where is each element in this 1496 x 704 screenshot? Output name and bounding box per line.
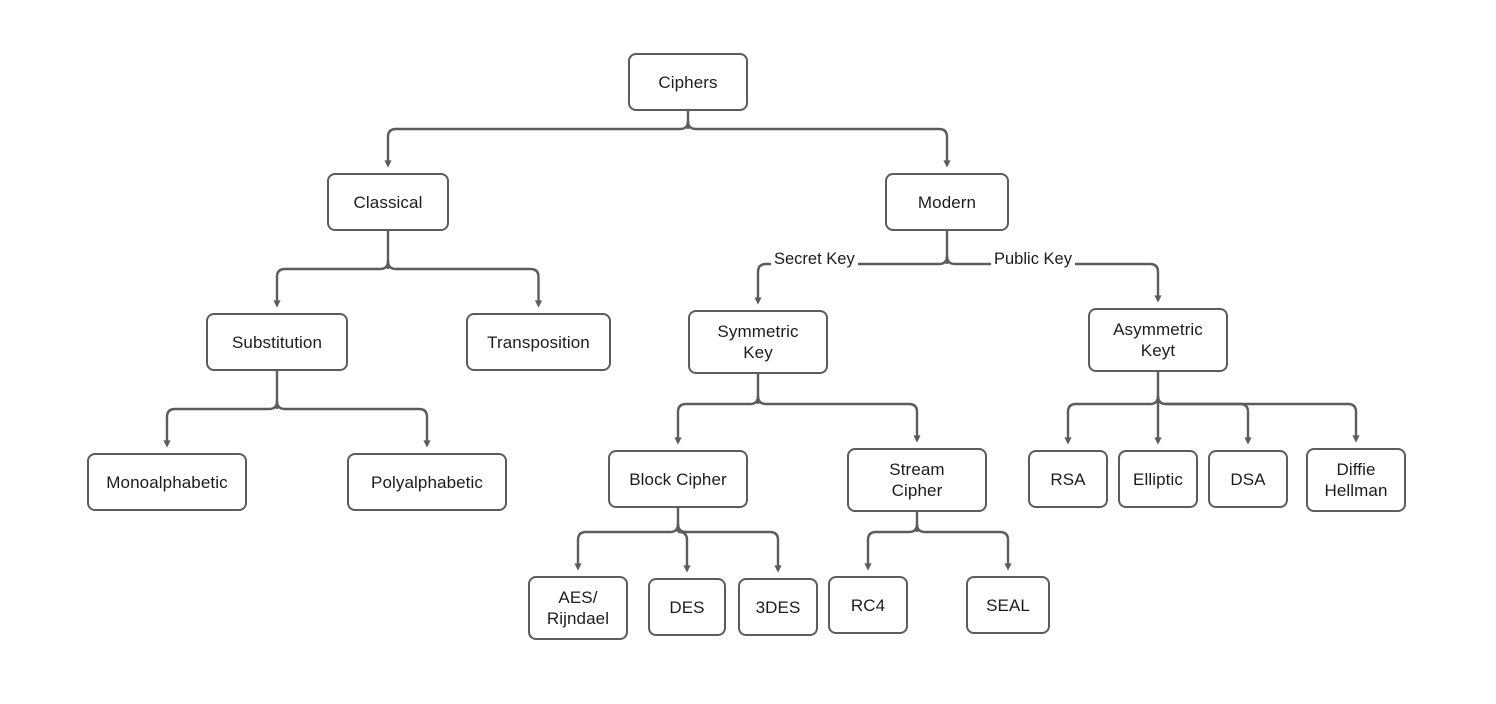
edge-joint-block-cipher <box>676 523 687 534</box>
node-diffie-hellman[interactable]: Diffie Hellman <box>1306 448 1406 512</box>
edge-joint-modern <box>945 255 956 266</box>
node-elliptic[interactable]: Elliptic <box>1118 450 1198 508</box>
edge-ciphers-to-modern <box>696 127 951 168</box>
edge-stream-cipher-to-seal <box>925 530 1012 571</box>
node-seal[interactable]: SEAL <box>966 576 1050 634</box>
node-stream-cipher[interactable]: Stream Cipher <box>847 448 987 512</box>
edge-label-secret-key: Secret Key <box>771 250 858 269</box>
edge-joint-ciphers <box>679 120 690 131</box>
node-rsa[interactable]: RSA <box>1028 450 1108 508</box>
edge-joint-substitution <box>275 400 286 411</box>
node-dsa[interactable]: DSA <box>1208 450 1288 508</box>
edge-joint-asymmetric-key <box>1156 395 1167 406</box>
edge-joint-modern <box>938 255 949 266</box>
edge-modern-to-asymmetric-key <box>955 262 1162 303</box>
edge-ciphers-to-classical <box>384 127 680 168</box>
edge-symmetric-key-to-block-cipher <box>674 402 750 445</box>
edge-joint-stream-cipher <box>915 523 926 534</box>
edge-joint-classical <box>379 260 390 271</box>
node-aes-rijndael[interactable]: AES/ Rijndael <box>528 576 628 640</box>
node-substitution[interactable]: Substitution <box>206 313 348 371</box>
edge-block-cipher-to-3des <box>686 530 782 573</box>
node-block-cipher[interactable]: Block Cipher <box>608 450 748 508</box>
edge-classical-to-transposition <box>396 267 543 308</box>
edge-asymmetric-key-to-diffie-hellman <box>1166 402 1360 443</box>
node-3des[interactable]: 3DES <box>738 578 818 636</box>
node-symmetric-key[interactable]: Symmetric Key <box>688 310 828 374</box>
node-transposition[interactable]: Transposition <box>466 313 611 371</box>
edge-asymmetric-key-to-rsa <box>1064 402 1150 445</box>
edge-classical-to-substitution <box>273 267 380 308</box>
node-classical[interactable]: Classical <box>327 173 449 231</box>
edge-block-cipher-to-des <box>677 530 691 573</box>
edge-joint-substitution <box>268 400 279 411</box>
edge-stream-cipher-to-rc4 <box>864 530 909 571</box>
edge-joint-asymmetric-key <box>1149 395 1160 406</box>
node-asymmetric-key[interactable]: Asymmetric Keyt <box>1088 308 1228 372</box>
edge-joint-symmetric-key <box>756 395 767 406</box>
edge-label-public-key: Public Key <box>991 250 1075 269</box>
edge-block-cipher-to-aes-rijndael <box>574 530 670 571</box>
edge-joint-block-cipher <box>676 523 687 534</box>
edge-joint-symmetric-key <box>749 395 760 406</box>
edge-joint-block-cipher <box>669 523 680 534</box>
edge-joint-classical <box>386 260 397 271</box>
edge-joint-stream-cipher <box>908 523 919 534</box>
node-ciphers[interactable]: Ciphers <box>628 53 748 111</box>
edge-substitution-to-monoalphabetic <box>163 407 269 448</box>
node-rc4[interactable]: RC4 <box>828 576 908 634</box>
edge-joint-asymmetric-key <box>1156 395 1167 406</box>
edge-modern-to-symmetric-key <box>754 262 939 305</box>
node-polyalphabetic[interactable]: Polyalphabetic <box>347 453 507 511</box>
node-modern[interactable]: Modern <box>885 173 1009 231</box>
edge-substitution-to-polyalphabetic <box>285 407 431 448</box>
node-monoalphabetic[interactable]: Monoalphabetic <box>87 453 247 511</box>
edge-symmetric-key-to-stream-cipher <box>766 402 921 443</box>
node-des[interactable]: DES <box>648 578 726 636</box>
edge-joint-ciphers <box>686 120 697 131</box>
edge-asymmetric-key-to-dsa <box>1166 402 1252 445</box>
